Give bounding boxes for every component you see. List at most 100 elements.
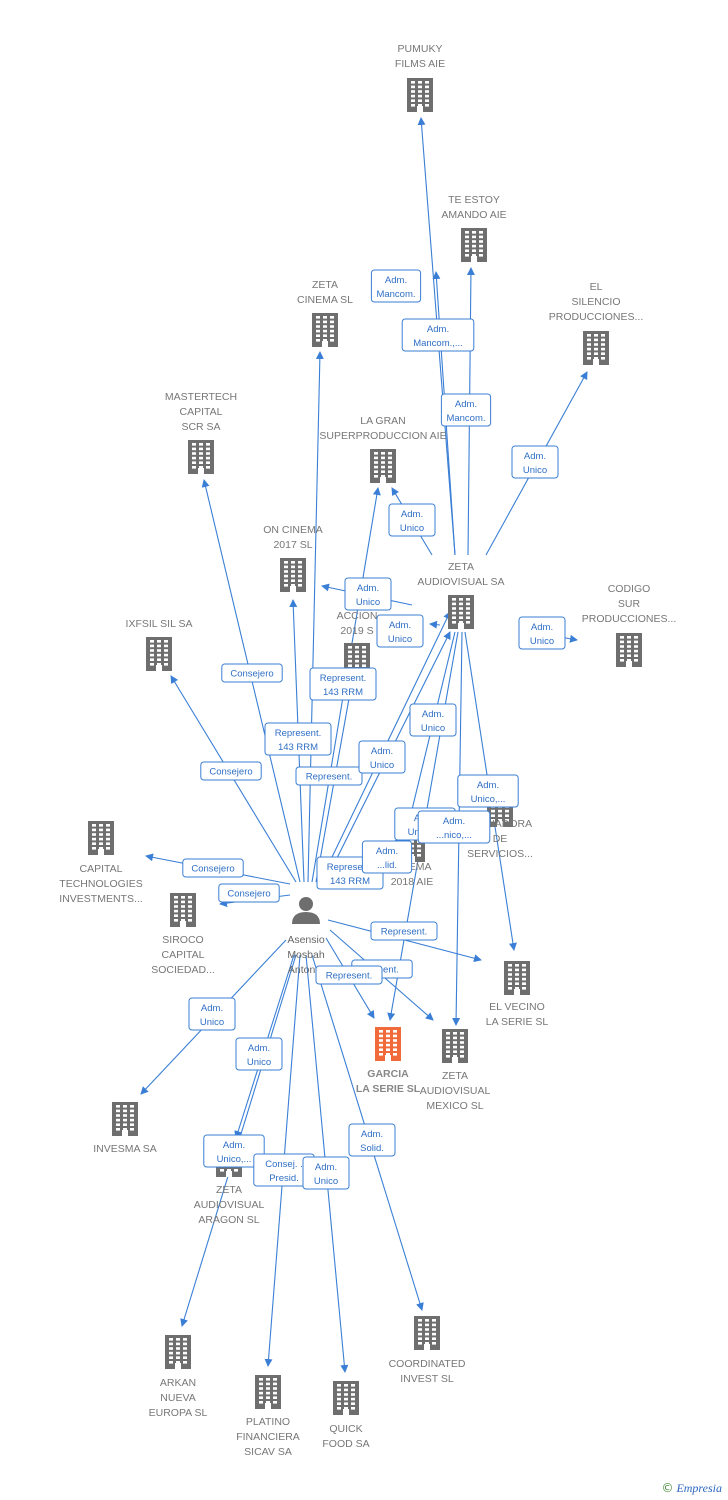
- edge-role-label[interactable]: Adm.Solid.: [348, 1123, 396, 1157]
- edge-role-label[interactable]: Adm.Unico: [188, 997, 236, 1031]
- label-line: AUDIOVISUAL: [420, 1085, 491, 1097]
- company-node-zetacinema[interactable]: ZETA CINEMA SL: [297, 279, 353, 347]
- edge-labels-layer: Adm.Mancom.Adm.Mancom.,...Adm.Mancom.Adm…: [182, 269, 566, 1190]
- label-line: SERVICIOS...: [467, 848, 533, 860]
- label-line: LA SERIE SL: [356, 1083, 421, 1095]
- edge-role-label[interactable]: Represent.: [315, 965, 383, 985]
- edge-label-line: Adm.: [477, 780, 499, 791]
- label-line: TE ESTOY: [448, 194, 500, 206]
- copyright-icon: ©: [661, 1481, 674, 1495]
- edge-label-box: [401, 318, 475, 352]
- edge-label-line: Unico,...: [217, 1154, 252, 1165]
- edge-label-line: Mancom.,...: [413, 338, 463, 349]
- edge-role-label[interactable]: Adm.Unico: [302, 1156, 350, 1190]
- edge-role-label[interactable]: Adm.Mancom.: [370, 269, 422, 303]
- edge-role-label[interactable]: Consejero: [218, 883, 280, 903]
- company-node-invesma[interactable]: INVESMA SA: [93, 1102, 157, 1155]
- edge-label-line: ...lid.: [377, 860, 397, 871]
- edge-label-text: Consej. .Presid.: [265, 1159, 303, 1184]
- edge-role-label[interactable]: Adm. Unico: [511, 445, 559, 479]
- edge-role-label[interactable]: Adm....lid.: [361, 840, 413, 874]
- label-line: COORDINATED: [389, 1358, 466, 1370]
- edge-label-line: Adm.: [422, 709, 444, 720]
- label-line: CINEMA SL: [297, 294, 353, 306]
- company-name: IXFSIL SIL SA: [126, 618, 193, 630]
- edge-role-label[interactable]: Adm.Unico: [518, 616, 566, 650]
- label-line: SOCIEDAD...: [151, 964, 215, 976]
- edge-role-label[interactable]: Consejero: [221, 663, 283, 683]
- edge-label-text: Adm.Unico: [370, 746, 394, 771]
- edge-role-label[interactable]: Consejero: [182, 858, 244, 878]
- edge-label-line: Unico: [523, 465, 547, 476]
- edge-role-label[interactable]: Consejero: [200, 761, 262, 781]
- label-line: CAPITAL: [80, 863, 123, 875]
- edge-role-label[interactable]: Adm.Unico: [388, 503, 436, 537]
- edge-label-line: Adm.: [524, 451, 546, 462]
- edge-label-text: Adm.Mancom.: [446, 399, 485, 424]
- label-line: LA SERIE SL: [486, 1016, 549, 1028]
- edge-label-line: Adm.: [223, 1140, 245, 1151]
- label-line: IXFSIL SIL SA: [126, 618, 193, 630]
- label-line: CAPITAL: [180, 406, 223, 418]
- edge-label-line: Unico: [530, 636, 554, 647]
- edge-role-label[interactable]: Adm....nico,...: [417, 810, 491, 844]
- edge-role-label[interactable]: Represent.: [295, 766, 363, 786]
- company-node-ixfsil[interactable]: IXFSIL SIL SA: [126, 618, 193, 671]
- edge-role-label[interactable]: Adm.Unico,...: [457, 774, 519, 808]
- edge-role-label[interactable]: Adm. Unico,...: [203, 1134, 265, 1168]
- edge-label-text: Adm.Unico: [200, 1003, 224, 1028]
- edge-role-label[interactable]: Adm.Unico: [235, 1037, 283, 1071]
- edge-role-label[interactable]: Adm.Unico: [376, 614, 424, 648]
- building-icon: [312, 313, 338, 347]
- footer-brand[interactable]: ©Empresia: [661, 1481, 722, 1496]
- label-line: FINANCIERA: [236, 1431, 300, 1443]
- edge-role-label[interactable]: Adm.Unico: [409, 703, 457, 737]
- edge-role-label[interactable]: Adm.Unico: [344, 577, 392, 611]
- edge-role-label[interactable]: Represent.: [370, 921, 438, 941]
- edge-label-line: Consejero: [209, 767, 252, 778]
- edge-label-box: [188, 997, 236, 1031]
- label-line: ZETA: [312, 279, 338, 291]
- edge-role-label[interactable]: Represent.143 RRM: [264, 722, 332, 756]
- building-icon: [448, 595, 474, 629]
- building-icon: [370, 449, 396, 483]
- edge-label-line: Consejero: [230, 669, 273, 680]
- edge-label-line: Represent.: [275, 728, 321, 739]
- edge-label-line: Adm.: [389, 620, 411, 631]
- edge-label-line: Represent.: [327, 862, 373, 873]
- edge-role-label[interactable]: Adm.Unico: [358, 740, 406, 774]
- edge-role-label[interactable]: Represent.143 RRM: [309, 667, 377, 701]
- edge-role-label[interactable]: Adm.Mancom.: [440, 393, 492, 427]
- building-icon: [112, 1102, 138, 1136]
- edge-role-label[interactable]: Consej. .Presid.: [253, 1153, 315, 1187]
- edge-label-box: [221, 663, 283, 683]
- edge-role-label[interactable]: Adm.Mancom.,...: [401, 318, 475, 352]
- building-icon: [255, 1375, 281, 1409]
- edge-label-text: Adm.Unico: [400, 509, 424, 534]
- label-line: INVESMA SA: [93, 1143, 157, 1155]
